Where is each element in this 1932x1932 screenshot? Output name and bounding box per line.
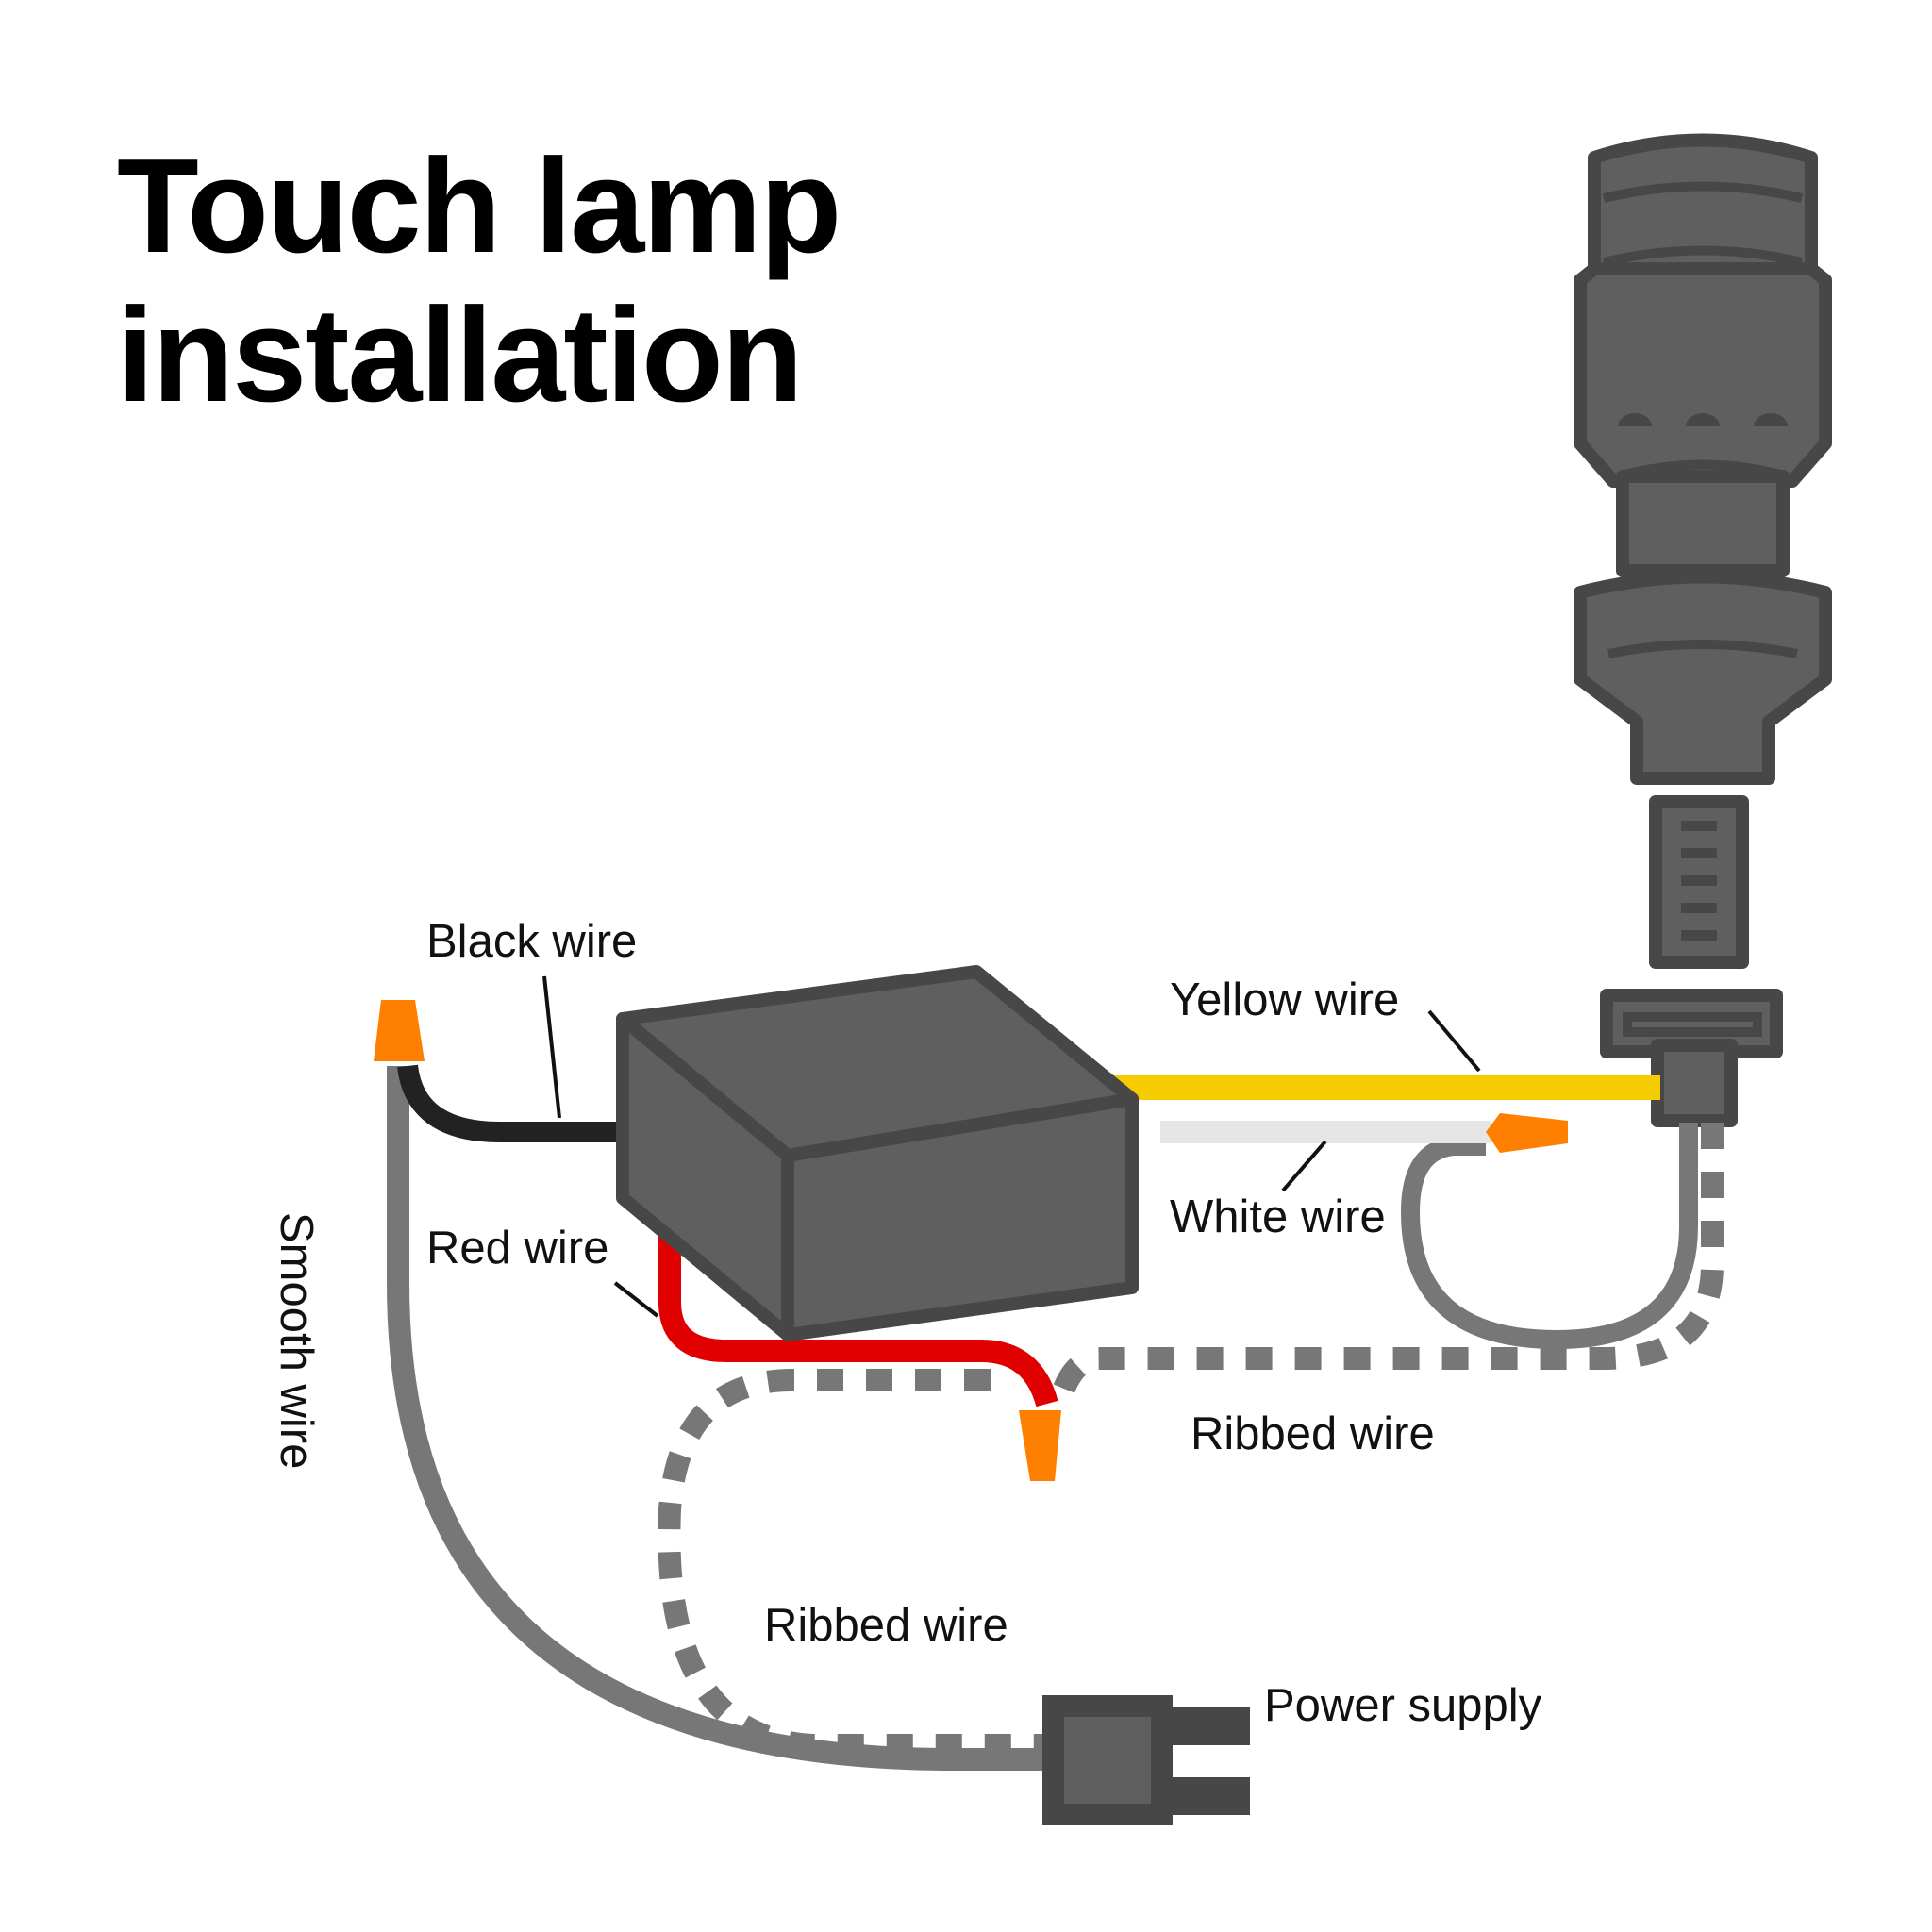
ribbed-wire-left <box>658 1369 1052 1757</box>
red-wire <box>658 1217 1058 1407</box>
lamp-socket <box>1574 133 1832 1127</box>
wire-nut-white <box>1486 1113 1568 1153</box>
page-title: Touch lamp installation <box>117 131 841 430</box>
title-line-1: Touch lamp <box>117 131 841 281</box>
label-power-supply: Power supply <box>1264 1680 1542 1731</box>
label-ribbed-wire-left: Ribbed wire <box>764 1600 1008 1651</box>
smooth-wire <box>387 1066 1052 1771</box>
lamp-socket-details <box>1602 181 1804 1037</box>
black-wire <box>397 1064 627 1142</box>
title-line-2: installation <box>117 280 804 430</box>
touch-control-box <box>616 965 1139 1341</box>
lamp-smooth-wire <box>1400 1123 1698 1350</box>
wire-nut-top-left <box>374 1000 425 1061</box>
socket-ribs <box>1681 821 1717 941</box>
label-white-wire: White wire <box>1170 1191 1386 1242</box>
power-plug <box>1042 1695 1250 1825</box>
label-smooth-wire: Smooth wire <box>271 1212 322 1470</box>
label-yellow-wire: Yellow wire <box>1170 974 1400 1025</box>
label-red-wire: Red wire <box>426 1223 609 1274</box>
socket-dots <box>1618 413 1788 426</box>
label-black-wire: Black wire <box>426 916 638 967</box>
label-leaders <box>542 975 1481 1318</box>
label-ribbed-wire-right: Ribbed wire <box>1191 1408 1435 1459</box>
wire-nut-red <box>1019 1410 1061 1481</box>
ribbed-wire-right <box>1047 1123 1724 1409</box>
